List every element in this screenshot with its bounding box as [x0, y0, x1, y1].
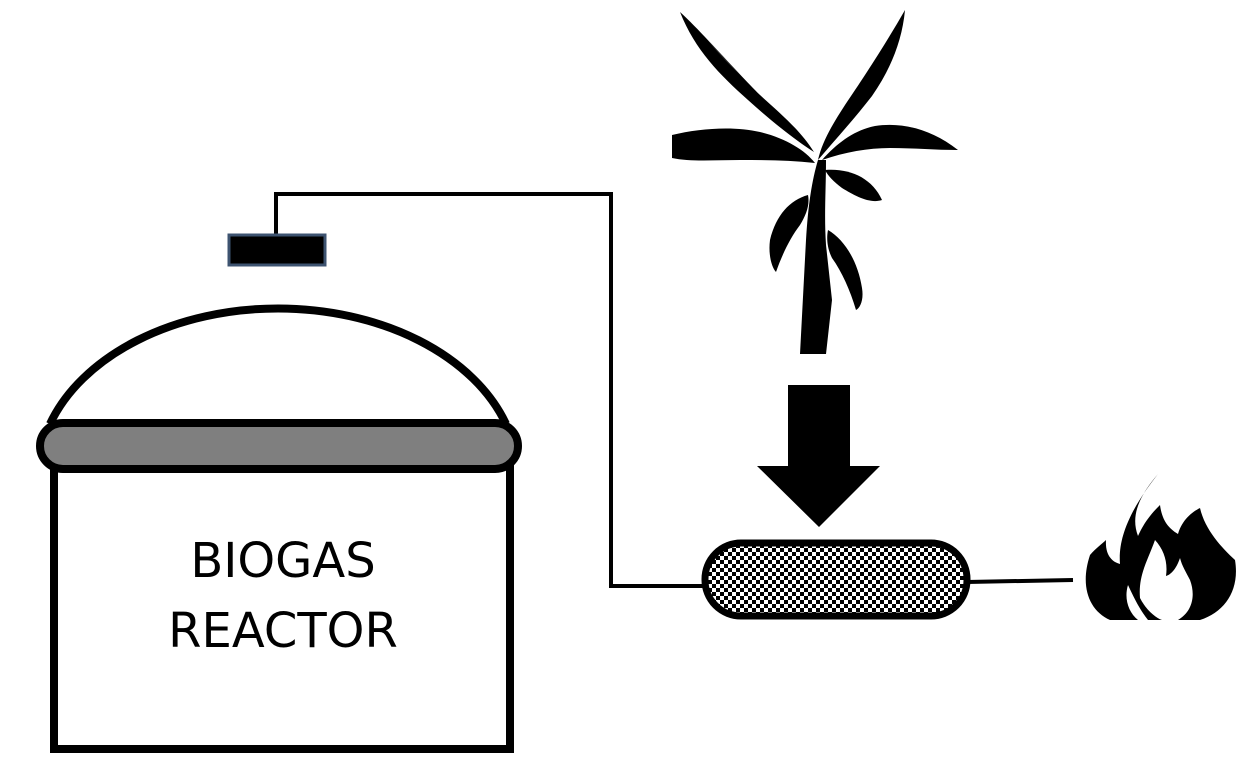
- down-arrow-icon: [757, 385, 880, 527]
- reactor-body: [50, 460, 514, 753]
- outlet-pipe: [966, 578, 1074, 584]
- flame-icon: [1085, 474, 1236, 620]
- reactor-label-line1: BIOGAS: [190, 533, 375, 589]
- filter-capsule: [701, 539, 971, 620]
- reactor-flange: [36, 419, 522, 473]
- reactor-dome: [46, 304, 510, 426]
- reactor-valve: [227, 233, 327, 267]
- gas-pipe: [274, 192, 705, 588]
- banana-plant-icon: [672, 10, 958, 354]
- reactor-label-line2: REACTOR: [168, 603, 398, 659]
